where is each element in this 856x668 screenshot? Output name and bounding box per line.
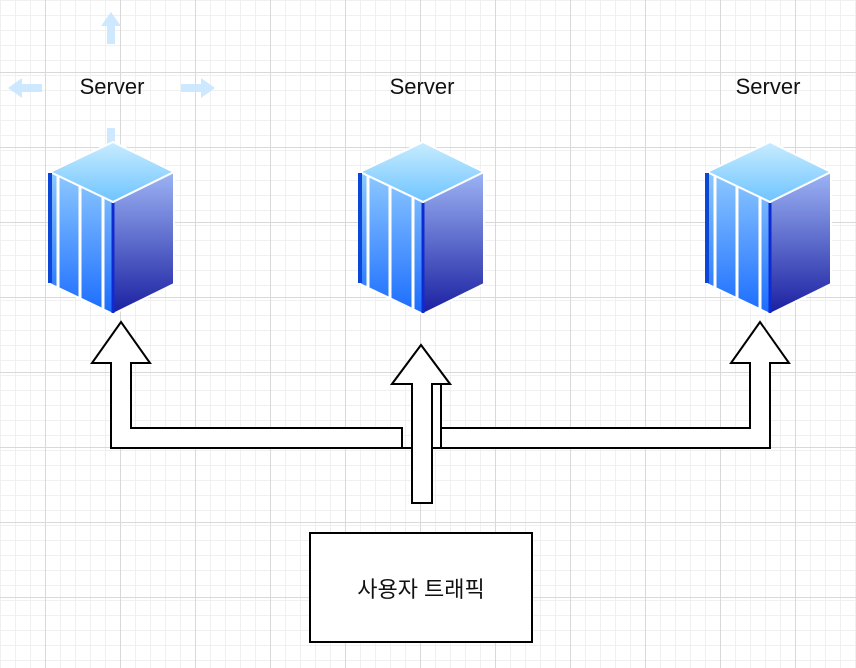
user-traffic-box[interactable]: 사용자 트래픽 — [309, 532, 533, 643]
center-arrow[interactable] — [390, 343, 452, 504]
selection-handles[interactable] — [8, 12, 215, 162]
traffic-arrow[interactable] — [90, 320, 791, 504]
server-icon-3[interactable] — [705, 140, 833, 316]
server-label-3: Server — [735, 74, 801, 99]
server-icon-2[interactable] — [358, 140, 486, 316]
server-label-1: Server — [79, 74, 145, 99]
server-label-2: Server — [389, 74, 455, 99]
user-traffic-label: 사용자 트래픽 — [357, 576, 485, 602]
server-icon-1[interactable] — [48, 140, 176, 316]
